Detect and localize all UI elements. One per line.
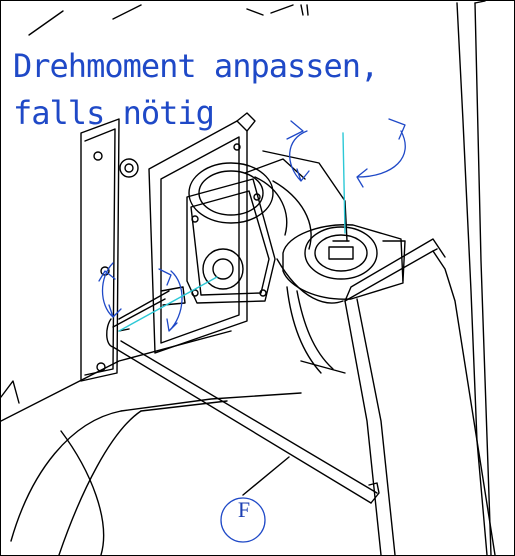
top-edge-strokes — [28, 4, 309, 36]
support-pole — [1, 330, 302, 555]
monitor-panel — [456, 1, 492, 555]
rotation-axes — [118, 132, 346, 332]
pivot-head — [282, 224, 406, 300]
caption-line-2: falls nötig — [13, 94, 215, 132]
leader-line — [242, 456, 290, 496]
caption-line-1: Drehmoment anpassen, — [13, 47, 379, 85]
hinge-block — [186, 178, 276, 304]
part-label-circle — [220, 497, 266, 543]
mount-bracket — [148, 112, 256, 354]
monitor-arm — [344, 238, 496, 555]
part-label-f: F — [237, 497, 251, 522]
joint-cylinder — [188, 150, 348, 374]
rotate-arrow-icon — [289, 130, 310, 182]
hex-key-tool — [106, 286, 380, 504]
torque-arrows — [98, 118, 406, 543]
torque-caption: Drehmoment anpassen, falls nötig — [13, 43, 379, 137]
wall-plate — [80, 118, 139, 382]
rotate-arrow-icon — [356, 130, 406, 188]
